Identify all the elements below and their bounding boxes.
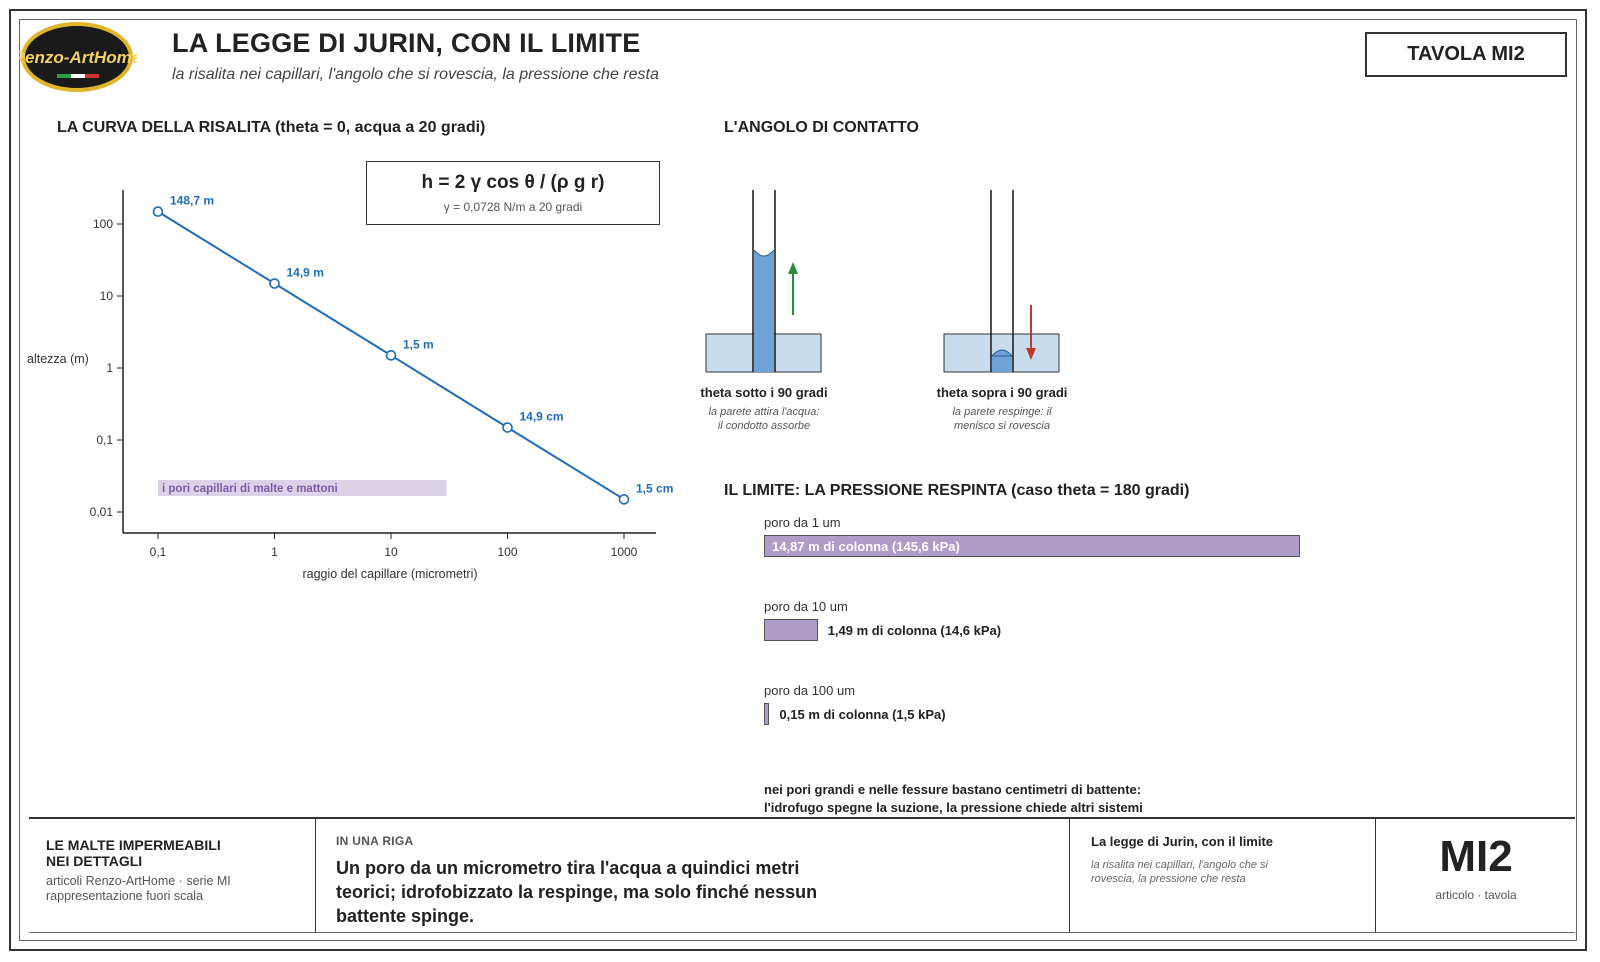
oneline-1: Un poro da un micrometro tira l'acqua a …: [336, 858, 800, 878]
x-tick-label: 0,1: [150, 545, 167, 559]
x-tick-label: 1: [271, 545, 278, 559]
oneline-cell: IN UNA RIGA Un poro da un micrometro tir…: [336, 834, 1056, 927]
data-point: [152, 206, 164, 217]
y-tick-label: 0,1: [96, 433, 113, 447]
article-title: La legge di Jurin, con il limite: [1091, 834, 1274, 849]
flag-white: [71, 74, 85, 78]
y-tick-label: 10: [100, 289, 114, 303]
inner-frame: [19, 19, 1577, 941]
point-label: 14,9 m: [287, 266, 324, 280]
x-axis-label: raggio del capillare (micrometri): [302, 567, 477, 581]
title-block-divider-2: [1069, 817, 1070, 932]
data-point: [385, 350, 397, 361]
bar-label: poro da 1 um: [764, 515, 841, 530]
bar-label: poro da 100 um: [764, 683, 856, 698]
code-cell: MI2 articolo · tavola: [1376, 832, 1576, 902]
plate-code-sub: articolo · tavola: [1435, 888, 1517, 902]
caption-right: theta sopra i 90 gradi: [937, 385, 1068, 400]
point-label: 14,9 cm: [520, 410, 564, 424]
oneline-3: battente spinge.: [336, 906, 475, 926]
oneline-2: teorici; idrofobizzato la respinge, ma s…: [336, 882, 818, 902]
x-tick-label: 10: [384, 545, 398, 559]
page-title: LA LEGGE DI JURIN, CON IL LIMITE: [172, 28, 641, 58]
water-column-left: [754, 250, 774, 372]
bar-value: 1,49 m di colonna (14,6 kPa): [827, 623, 1002, 638]
y-tick-label: 100: [93, 217, 113, 231]
pressure-note-2: l'idrofugo spegne la suzione, la pressio…: [764, 800, 1143, 815]
pressure-bar: [764, 535, 1300, 557]
x-tick-label: 1000: [611, 545, 638, 559]
series-title-2: NEI DETTAGLI: [46, 853, 143, 869]
logo: Renzo-ArtHome: [19, 22, 137, 92]
pore-range-label: i pori capillari di malte e mattoni: [162, 483, 338, 495]
y-tick-label: 1: [106, 361, 113, 375]
rise-arrow-icon: [788, 262, 798, 274]
meniscus-left: [753, 249, 775, 257]
pressure-bar: [764, 619, 818, 641]
plate-label-box: TAVOLA MI2: [1365, 32, 1567, 77]
capillary-rise-chart: i pori capillari di malte e mattoni 0,1 1 1…: [27, 190, 673, 581]
point-label: 148,7 m: [170, 194, 214, 208]
note-left-1: la parete attira l'acqua:: [709, 406, 820, 418]
bar-value: 0,15 m di colonna (1,5 kPa): [779, 707, 946, 722]
title-block-divider-1: [315, 817, 316, 932]
pore-range-band: [158, 480, 447, 496]
y-tick-label: 0,01: [90, 505, 114, 519]
bar-value: 14,87 m di colonna (145,6 kPa): [772, 539, 960, 554]
data-point: [269, 278, 280, 289]
formula-note: γ = 0,0728 N/m a 20 gradi: [443, 200, 583, 214]
angle-heading: L'ANGOLO DI CONTATTO: [724, 119, 919, 136]
title-block-divider-3: [1375, 817, 1376, 932]
meniscus-right: [990, 349, 1014, 357]
point-label: 1,5 m: [403, 337, 434, 351]
plate-label: TAVOLA MI2: [1407, 43, 1525, 65]
outer-frame: [9, 9, 1587, 951]
article-desc-2: rovescia, la pressione che resta: [1091, 873, 1246, 885]
series-meta-1: articoli Renzo-ArtHome · serie MI: [46, 874, 231, 888]
y-axis-label: altezza (m): [27, 352, 89, 366]
series-meta-2: rappresentazione fuori scala: [46, 889, 204, 903]
formula-box: h = 2 γ cos θ / (ρ g r) γ = 0,0728 N/m a…: [366, 161, 660, 225]
curve-heading: LA CURVA DELLA RISALITA (theta = 0, acqu…: [57, 119, 486, 136]
series-cell: LE MALTE IMPERMEABILI NEI DETTAGLI artic…: [46, 837, 308, 903]
title-block-bottom-rule: [29, 932, 1575, 933]
title-block-top-rule: [29, 817, 1575, 819]
data-point: [502, 422, 513, 433]
pressure-bar: [764, 703, 770, 725]
contact-angle-figures: theta sotto i 90 gradi la parete attira …: [700, 190, 1068, 432]
point-label: 1,5 cm: [636, 481, 673, 495]
pressure-note-1: nei pori grandi e nelle fessure bastano …: [764, 782, 1142, 797]
note-right-2: menisco si rovescia: [954, 420, 1050, 432]
note-right-1: la parete respinge: il: [952, 406, 1052, 418]
push-arrow-icon: [1026, 348, 1036, 360]
x-tick-label: 100: [497, 545, 517, 559]
logo-text: Renzo-ArtHome: [19, 48, 137, 67]
water-column-right: [992, 356, 1012, 372]
flag-green: [57, 74, 71, 78]
oneline-label: IN UNA RIGA: [336, 834, 414, 848]
caption-left: theta sotto i 90 gradi: [700, 385, 827, 400]
article-cell: La legge di Jurin, con il limite la risa…: [1091, 834, 1366, 885]
note-left-2: il condotto assorbe: [718, 420, 810, 432]
data-point: [618, 494, 630, 505]
formula: h = 2 γ cos θ / (ρ g r): [421, 172, 605, 193]
article-desc-1: la risalita nei capillari, l'angolo che …: [1091, 859, 1268, 871]
pressure-heading: IL LIMITE: LA PRESSIONE RESPINTA (caso t…: [724, 482, 1190, 499]
series-title-1: LE MALTE IMPERMEABILI: [46, 837, 221, 853]
flag-red: [85, 74, 99, 78]
plate-code: MI2: [1439, 832, 1513, 881]
page-subtitle: la risalita nei capillari, l'angolo che …: [172, 66, 659, 83]
bar-label: poro da 10 um: [764, 599, 848, 614]
